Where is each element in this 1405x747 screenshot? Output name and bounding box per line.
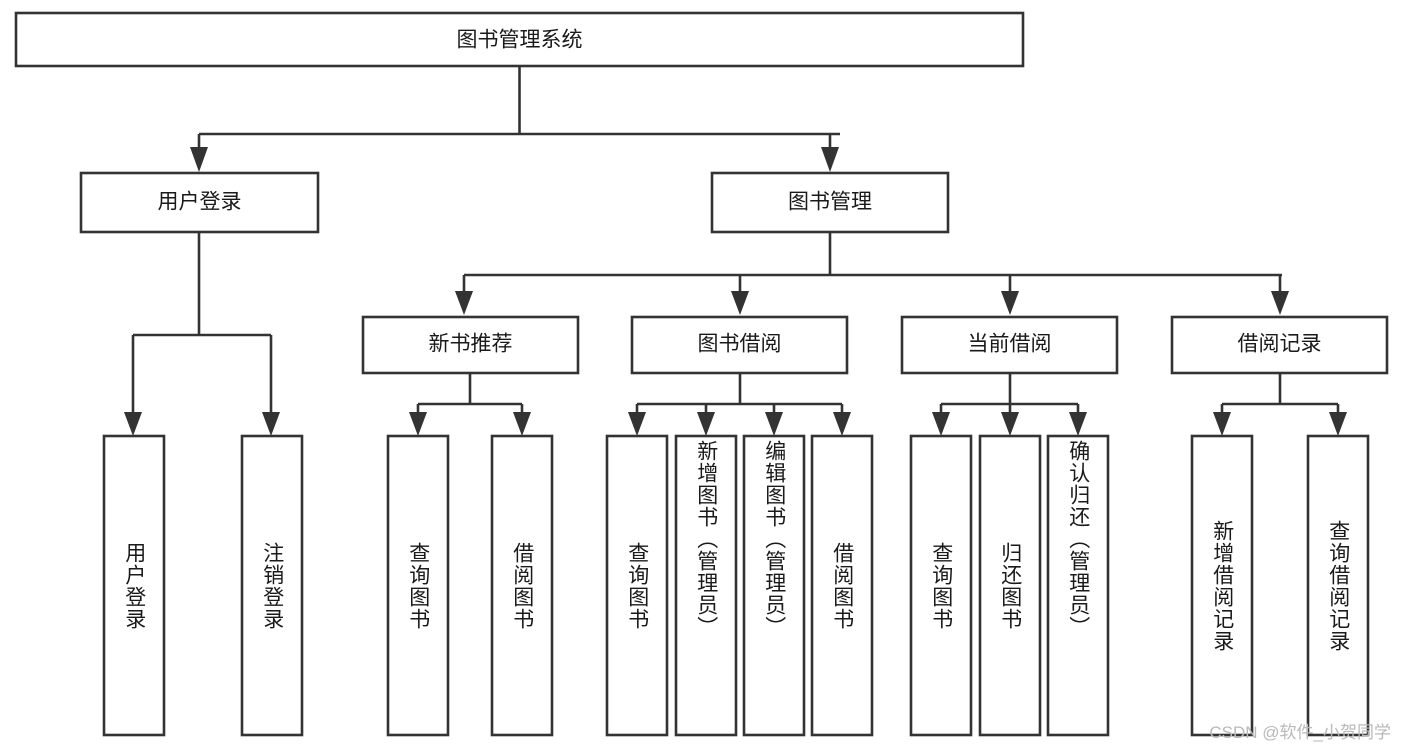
- leaf-box-confirm-return[interactable]: [1046, 434, 1110, 737]
- leaf-box-query-record[interactable]: [1306, 434, 1370, 737]
- node-book-management-label: 图书管理: [788, 191, 872, 214]
- arrow-head-leaf-logout-login: [262, 412, 280, 436]
- arrow-head-leaf-query-book-2: [628, 412, 646, 436]
- node-user-login[interactable]: 用户登录: [79, 171, 320, 234]
- leaf-boxes: [102, 434, 1370, 737]
- node-user-login-box[interactable]: [79, 171, 320, 234]
- connectors-book-management-to-level3: [455, 232, 1289, 315]
- arrow-head-leaf-user-login: [124, 412, 142, 436]
- node-user-login-label: 用户登录: [158, 191, 242, 214]
- connectors-new-book-to-leaves: [409, 373, 531, 436]
- node-current-borrow-box[interactable]: [900, 315, 1119, 375]
- node-book-borrow[interactable]: 图书借阅: [630, 315, 849, 375]
- node-book-borrow-box[interactable]: [630, 315, 849, 375]
- leaf-box-borrow-book-2[interactable]: [810, 434, 874, 737]
- arrow-head-leaf-edit-book: [765, 412, 783, 436]
- node-new-book-recommend-label: 新书推荐: [429, 333, 513, 356]
- leaf-box-edit-book[interactable]: [742, 434, 806, 737]
- node-new-book-recommend-box[interactable]: [361, 315, 580, 375]
- arrow-head-leaf-add-book: [697, 412, 715, 436]
- leaf-box-add-book[interactable]: [674, 434, 738, 737]
- leaf-box-user-login[interactable]: [102, 434, 166, 737]
- node-current-borrow[interactable]: 当前借阅: [900, 315, 1119, 375]
- arrow-head-user-login: [190, 147, 208, 172]
- arrow-head-borrow-record: [1271, 291, 1289, 315]
- arrow-head-book-borrow: [731, 291, 749, 315]
- leaf-box-query-book-2[interactable]: [605, 434, 669, 737]
- node-book-management-box[interactable]: [710, 171, 950, 234]
- node-book-management[interactable]: 图书管理: [710, 171, 950, 234]
- node-book-borrow-label: 图书借阅: [698, 333, 782, 356]
- connectors-book-borrow-to-leaves: [628, 373, 851, 436]
- node-borrow-record[interactable]: 借阅记录: [1170, 315, 1389, 375]
- node-current-borrow-label: 当前借阅: [968, 333, 1052, 356]
- arrow-head-leaf-confirm-return: [1069, 412, 1087, 436]
- node-root-label: 图书管理系统: [457, 29, 583, 52]
- arrow-head-leaf-borrow-book-2: [833, 412, 851, 436]
- arrow-head-book-management: [821, 147, 839, 172]
- leaf-box-return-book[interactable]: [978, 434, 1042, 737]
- arrow-head-leaf-add-record: [1213, 412, 1231, 436]
- connectors-current-borrow-to-leaves: [932, 373, 1087, 436]
- connectors-user-login-to-leaves: [124, 232, 280, 436]
- node-borrow-record-label: 借阅记录: [1238, 333, 1322, 356]
- arrow-head-new-book-recommend: [455, 291, 473, 315]
- connectors-borrow-record-to-leaves: [1213, 373, 1347, 436]
- node-root[interactable]: 图书管理系统: [14, 11, 1025, 68]
- arrow-head-current-borrow: [1001, 291, 1019, 315]
- arrow-head-leaf-query-record: [1329, 412, 1347, 436]
- node-borrow-record-box[interactable]: [1170, 315, 1389, 375]
- node-root-box[interactable]: [14, 11, 1025, 68]
- arrow-head-leaf-return-book: [1001, 412, 1019, 436]
- arrow-head-leaf-query-book-1: [409, 412, 427, 436]
- arrow-head-leaf-query-book-3: [932, 412, 950, 436]
- leaf-box-query-book-3[interactable]: [909, 434, 973, 737]
- node-new-book-recommend[interactable]: 新书推荐: [361, 315, 580, 375]
- leaf-box-borrow-book-1[interactable]: [490, 434, 554, 737]
- leaf-box-add-record[interactable]: [1190, 434, 1254, 737]
- connectors-root-to-level2: [190, 66, 840, 172]
- leaf-box-query-book-1[interactable]: [386, 434, 450, 737]
- arrow-head-leaf-borrow-book-1: [513, 412, 531, 436]
- leaf-box-logout-login[interactable]: [240, 434, 304, 737]
